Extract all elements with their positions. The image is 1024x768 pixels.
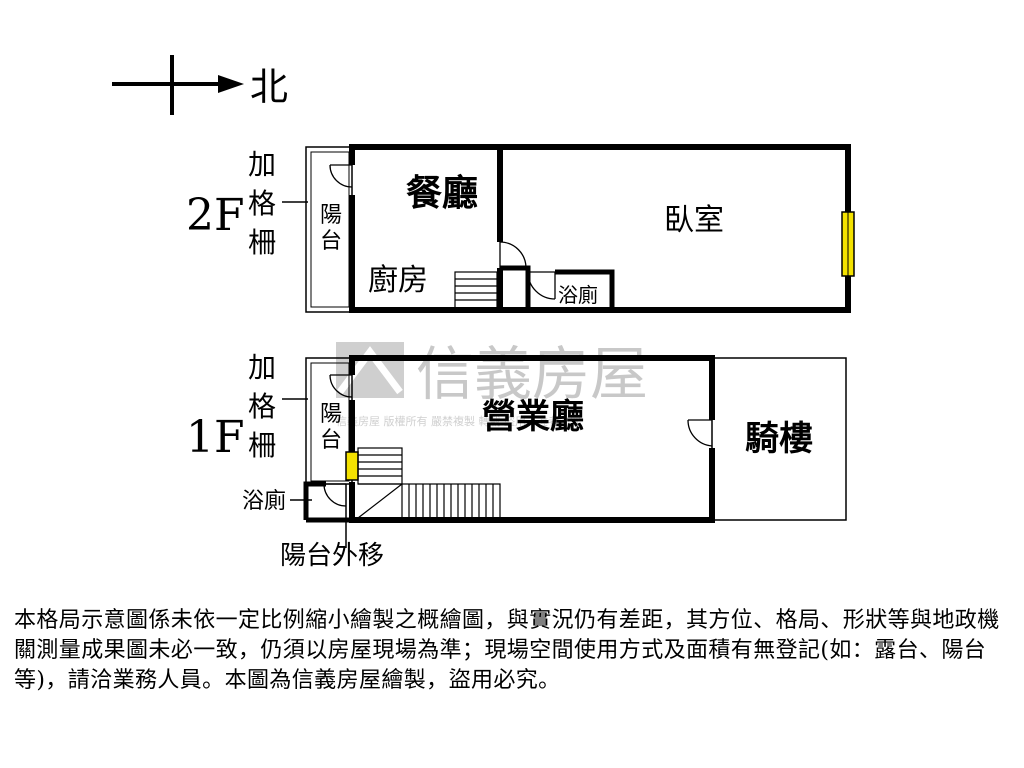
wall-2f-outer	[349, 144, 851, 212]
wall-2f-bath-right	[555, 269, 615, 310]
door-2f-dining	[499, 241, 527, 269]
wall-1f-bath	[303, 481, 326, 520]
disclaimer-text: 本格局示意圖係未依一定比例縮小繪製之概繪圖，與實況仍有差距，其方位、格局、形狀等…	[14, 608, 1000, 693]
balcony-1f-char-2: 台	[320, 428, 342, 453]
balcony-1f-char-1: 陽	[320, 402, 342, 427]
floor-plan-diagram: 信義房屋 信義房屋 版權所有 嚴禁複製 轉載 盜用，違者必究 北 2F 加 格 …	[112, 55, 855, 571]
watermark-small-text: 信義房屋 版權所有 嚴禁複製 轉載 盜用，違者必究	[336, 414, 581, 428]
room-1f-arcade: 騎樓	[745, 419, 813, 459]
grille-2f-char-3: 柵	[248, 226, 276, 259]
room-2f-dining: 餐廳	[406, 172, 478, 214]
balcony-moved-label: 陽台外移	[280, 541, 384, 571]
floor-2f-label: 2F	[186, 190, 245, 241]
grille-2f-char-2: 格	[248, 187, 276, 220]
floor-1f: 1F 加 格 柵	[186, 351, 847, 571]
grille-1f-char-3: 柵	[248, 429, 276, 462]
grille-1f-char-1: 加	[248, 351, 276, 384]
balcony-2f-char-1: 陽	[320, 203, 342, 228]
north-arrow: 北	[112, 55, 288, 115]
watermark-brand: 信義房屋	[416, 340, 648, 408]
watermark: 信義房屋 信義房屋 版權所有 嚴禁複製 轉載 盜用，違者必究	[336, 340, 648, 428]
door-2f-balcony	[329, 164, 353, 188]
floor-2f: 2F 加 格 柵	[186, 144, 855, 313]
floor-1f-label: 1F	[186, 412, 245, 463]
arrow-head-icon	[218, 75, 244, 93]
arcade-outline	[711, 357, 847, 521]
room-2f-kitchen: 廚房	[368, 263, 428, 298]
door-1f-entrance	[687, 419, 713, 447]
room-1f-business-hall: 營業廳	[482, 397, 584, 437]
grille-1f-char-2: 格	[248, 390, 276, 423]
grille-2f-char-1: 加	[248, 148, 276, 181]
wall-2f-bath	[500, 265, 531, 310]
balcony-2f-char-2: 台	[320, 229, 342, 254]
watermark-logo-roof	[337, 346, 403, 395]
stairs-1f	[357, 447, 501, 519]
room-1f-bath: 浴廁	[242, 489, 286, 514]
door-1f-balcony	[329, 374, 353, 398]
door-2f-bath	[527, 271, 556, 300]
wall-2f-outer-2	[349, 195, 851, 313]
room-2f-bath: 浴廁	[558, 283, 598, 307]
stairs-2f	[454, 271, 498, 309]
north-label: 北	[250, 65, 288, 109]
door-1f-bath	[323, 483, 347, 507]
room-2f-bedroom: 臥室	[664, 203, 724, 238]
window-1f	[345, 451, 359, 481]
